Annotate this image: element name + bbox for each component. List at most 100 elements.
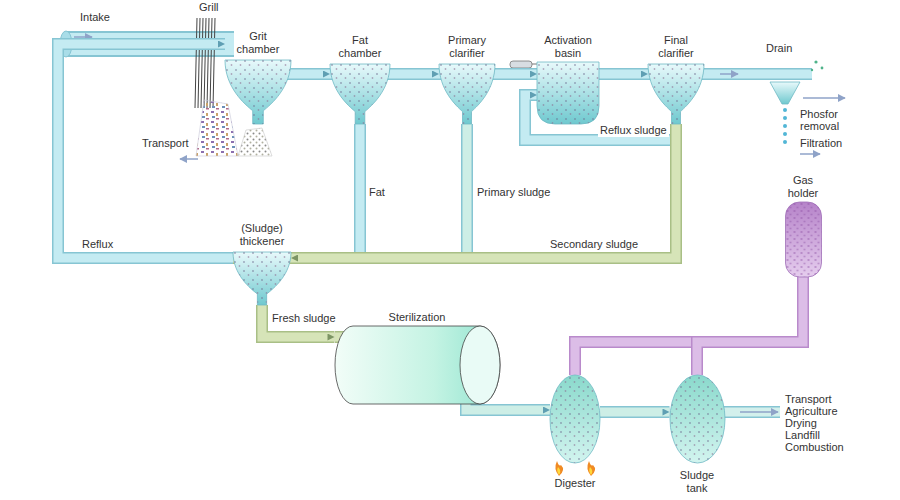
- unit-label: Fat chamber: [330, 34, 390, 60]
- tank-texture: [785, 202, 821, 277]
- pipe: [500, 406, 551, 415]
- pipe: [291, 124, 467, 258]
- unit-label: Grit chamber: [231, 30, 285, 56]
- grit-pile: [238, 128, 272, 156]
- unit-outline: [335, 311, 500, 416]
- unit-label: Gas holder: [785, 174, 822, 200]
- funnel-tank: [648, 64, 704, 124]
- drain-pipe-inner: [700, 70, 812, 79]
- annotation: Transport Agriculture Drying Landfill Co…: [785, 393, 844, 453]
- tank-shape: [439, 64, 495, 124]
- unit-label: (Sludge) thickener: [233, 222, 291, 248]
- process-unit: Grit chamber: [225, 30, 291, 124]
- transport-arrow: [180, 158, 198, 160]
- annotation: Drain: [766, 42, 792, 54]
- flow-label: Secondary sludge: [548, 238, 640, 251]
- precipitate: [814, 60, 817, 63]
- pipe-connector: [291, 124, 467, 258]
- flow-arrow: [740, 411, 778, 413]
- flame: [587, 461, 595, 476]
- egg-tank: [550, 375, 600, 463]
- pipe-wall: [500, 404, 551, 416]
- grill-bars: [195, 18, 215, 108]
- pipe-connector: [600, 412, 670, 413]
- pipe: [600, 408, 670, 417]
- process-unit: Gas holder: [785, 174, 822, 277]
- unit-label: Activation basin: [537, 34, 599, 60]
- pipe-wall: [599, 68, 648, 80]
- phosphor-arrow: [803, 97, 845, 99]
- flow-label: Fat: [367, 186, 387, 199]
- blower: [510, 61, 532, 68]
- pipe-connector: [390, 74, 439, 75]
- process-unit: Digester: [550, 375, 600, 490]
- pipe-wall: [575, 277, 803, 375]
- outlet-pipe: [720, 406, 780, 418]
- unit-outline: [233, 222, 291, 305]
- pipe-wall: [291, 68, 330, 80]
- flame-core: [557, 467, 560, 475]
- pipe-connector: [58, 44, 233, 258]
- pipe: [495, 70, 537, 79]
- pipe-connector: [697, 277, 803, 375]
- flame-core: [589, 467, 592, 475]
- precipitate: [811, 69, 813, 71]
- tank-shape: [670, 375, 725, 463]
- process-unit: Primary clarifier: [439, 34, 495, 124]
- pipe-wall: [262, 305, 335, 337]
- process-unit: Final clarifier: [648, 34, 704, 124]
- flow-label: Primary sludge: [475, 186, 552, 199]
- pipe-connector: [599, 74, 648, 75]
- precipitate: [821, 67, 824, 70]
- funnel-tank: [233, 252, 291, 305]
- pipe-wall: [291, 124, 360, 258]
- pipe: [390, 70, 439, 79]
- unit-label: Primary clarifier: [439, 34, 495, 60]
- sterilization-cylinder: [335, 326, 500, 404]
- funnel-tank: [330, 64, 390, 124]
- flow-arrow: [720, 73, 738, 75]
- process-unit: Activation basin: [537, 34, 599, 124]
- pipe: [291, 70, 330, 79]
- tank-shape: [335, 326, 500, 410]
- tank-texture: [233, 252, 291, 305]
- annotation: Grill: [199, 1, 219, 13]
- tank-shape: [330, 64, 390, 124]
- pipe: [697, 277, 803, 375]
- pipe-wall: [495, 68, 537, 80]
- tank-shape: [785, 202, 821, 277]
- unit-label: Sterilization: [389, 311, 446, 324]
- pipe-connector: [575, 277, 803, 375]
- annotation: Intake: [80, 11, 110, 23]
- tank-shape: [550, 375, 600, 476]
- funnel-tank: [439, 64, 495, 124]
- tank-texture: [550, 375, 600, 463]
- outlet-pipe-inner: [720, 408, 780, 417]
- tank-texture: [537, 62, 599, 124]
- flow-label: Reflux sludge: [598, 124, 669, 137]
- pipe: [599, 70, 648, 79]
- pipe-connector: [291, 124, 676, 258]
- annotation: Filtration: [800, 137, 842, 149]
- filtrate-drops: [783, 108, 787, 144]
- pipe: [262, 305, 335, 337]
- tank-texture: [330, 64, 390, 124]
- pipe-connector: [291, 74, 330, 75]
- gas-holder-tank: [785, 202, 821, 277]
- flow-label: Fresh sludge: [270, 312, 338, 325]
- pipe-wall: [291, 124, 676, 258]
- pipe-wall: [291, 124, 467, 258]
- pipe-connector: [500, 410, 551, 411]
- tank-shape: [537, 62, 599, 124]
- flow-label: Reflux: [80, 238, 115, 251]
- egg-tank: [670, 375, 725, 463]
- cylinder-cap: [460, 326, 500, 404]
- pipe-wall: [58, 44, 233, 258]
- pipe-wall: [600, 406, 670, 418]
- funnel-tank: [225, 60, 291, 124]
- pipe-connector: [262, 305, 335, 337]
- annotation: Transport: [142, 137, 189, 149]
- process-unit: Fat chamber: [330, 34, 390, 124]
- process-unit: Sterilization: [335, 311, 500, 416]
